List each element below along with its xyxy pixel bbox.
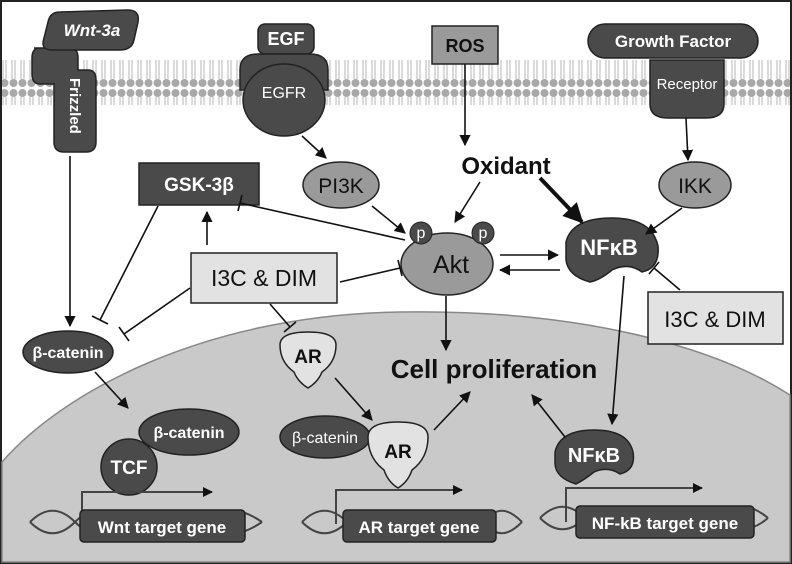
i3c-inhibits-nfkb bbox=[648, 261, 681, 291]
ar-target-gene-box: AR target gene bbox=[342, 509, 497, 543]
beta-catenin-tcf-label: β-catenin bbox=[153, 425, 224, 442]
ikk-to-nfkb-arrow bbox=[645, 207, 683, 235]
phospho-right-label: p bbox=[479, 225, 488, 242]
i3c-inhibits-ar bbox=[269, 303, 297, 333]
wnt-target-gene-box: Wnt target gene bbox=[79, 509, 246, 543]
nfkb-top-label: NFκB bbox=[580, 235, 637, 260]
beta-catenin-to-tcf-arrow bbox=[94, 371, 129, 409]
egfr-receptor: EGFR bbox=[239, 53, 329, 137]
i3c-dim-center-label: I3C & DIM bbox=[211, 265, 317, 291]
nfkb-target-gene-box: NF-kB target gene bbox=[575, 505, 755, 539]
ar-top-label: AR bbox=[294, 347, 322, 368]
ar-nuclear-node: AR bbox=[367, 421, 429, 489]
nfkb-transcription-arrow bbox=[565, 483, 703, 522]
gsk3b-label: GSK-3β bbox=[164, 175, 234, 196]
ar-nuclear-label: AR bbox=[384, 442, 412, 463]
beta-catenin-tcf-node: β-catenin bbox=[138, 408, 240, 456]
pi3k-label: PI3K bbox=[318, 175, 364, 198]
wnt-3a-ligand: Wnt-3a bbox=[42, 9, 140, 51]
nfkb-nuclear-node: NFκB bbox=[554, 429, 635, 485]
i3c-dim-right-label: I3C & DIM bbox=[664, 307, 765, 332]
akt-label: Akt bbox=[433, 251, 469, 279]
gf-receptor: Receptor bbox=[649, 59, 725, 119]
growth-factor-label: Growth Factor bbox=[615, 32, 732, 51]
oxidant-to-akt-arrow bbox=[454, 181, 481, 223]
ikk-label: IKK bbox=[678, 175, 712, 198]
frizzled-receptor: Frizzled bbox=[31, 47, 97, 153]
gsk3b-inhibits-beta-catenin bbox=[91, 205, 159, 325]
nfkb-cytoplasm-node: NFκB bbox=[565, 217, 659, 283]
i3c-dim-right-box: I3C & DIM bbox=[647, 291, 784, 345]
wnt-3a-label: Wnt-3a bbox=[64, 21, 121, 40]
nfkb-target-gene-label: NF-kB target gene bbox=[592, 514, 738, 533]
receptor-label: Receptor bbox=[657, 76, 718, 93]
egf-ligand: EGF bbox=[257, 23, 315, 55]
pi3k-node: PI3K bbox=[302, 161, 380, 209]
tcf-label: TCF bbox=[111, 458, 148, 479]
ar-transcription-arrow bbox=[335, 485, 463, 524]
nfkb-to-proliferation-arrow bbox=[531, 394, 566, 438]
frizzled-label: Frizzled bbox=[66, 78, 83, 134]
egf-label: EGF bbox=[267, 29, 304, 49]
growth-factor-ligand: Growth Factor bbox=[587, 23, 759, 59]
wnt-target-gene-label: Wnt target gene bbox=[98, 518, 226, 537]
ar-to-proliferation-arrow bbox=[433, 391, 471, 431]
receptor-to-ikk-arrow bbox=[681, 117, 694, 162]
beta-catenin-ar-node: β-catenin bbox=[279, 415, 371, 459]
gsk3b-node: GSK-3β bbox=[138, 162, 260, 206]
akt-node: Akt p p bbox=[400, 221, 495, 296]
ikk-node: IKK bbox=[658, 161, 732, 209]
i3c-inhibits-beta-catenin bbox=[118, 287, 191, 342]
i3c-dim-center-box: I3C & DIM bbox=[190, 252, 338, 304]
ros-node: ROS bbox=[431, 25, 499, 65]
beta-catenin-cytoplasm-node: β-catenin bbox=[22, 330, 114, 374]
nfkb-nuclear-translocation-arrow bbox=[607, 275, 625, 426]
oxidant-label: Oxidant bbox=[461, 153, 550, 180]
phospho-left-label: p bbox=[417, 225, 426, 242]
ros-label: ROS bbox=[445, 36, 484, 56]
beta-catenin-ar-label: β-catenin bbox=[292, 430, 358, 447]
ar-target-gene-label: AR target gene bbox=[359, 518, 480, 537]
i3c-inhibits-akt bbox=[339, 259, 403, 283]
akt-inhibits-gsk3b bbox=[237, 194, 406, 241]
egfr-label: EGFR bbox=[262, 85, 306, 102]
beta-catenin-left-label: β-catenin bbox=[32, 345, 103, 362]
ar-top-node: AR bbox=[279, 331, 337, 389]
nfkb-nuclear-label: NFκB bbox=[568, 445, 620, 467]
pi3k-to-akt-arrow bbox=[371, 205, 406, 234]
cell-proliferation-label: Cell proliferation bbox=[391, 354, 598, 384]
ar-to-nuclear-ar-arrow bbox=[334, 377, 373, 421]
tcf-node: TCF bbox=[100, 438, 158, 496]
oxidant-to-nfkb-arrow bbox=[538, 176, 584, 224]
egfr-to-pi3k-arrow bbox=[301, 135, 327, 159]
